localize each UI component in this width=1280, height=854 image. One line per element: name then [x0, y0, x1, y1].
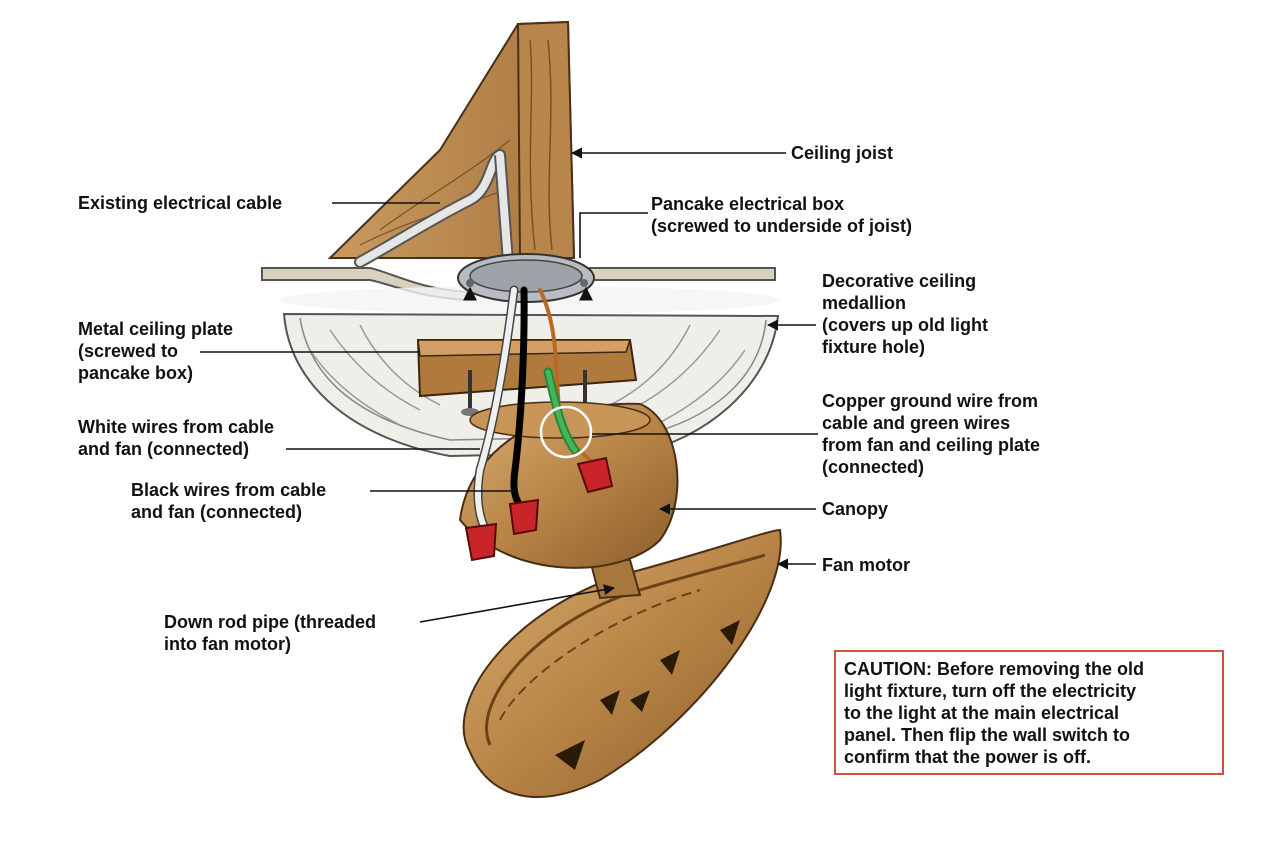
label-black-wires: Black wires from cable and fan (connecte…: [131, 480, 327, 522]
leader-pancake-box: [579, 212, 648, 258]
label-metal-plate: Metal ceiling plate (screwed to pancake …: [78, 319, 234, 383]
existing-cable-illustration: [354, 149, 514, 268]
pancake-box-illustration: [457, 253, 595, 303]
leader-lines: [200, 147, 818, 623]
wires-illustration: [473, 285, 592, 535]
label-fan-motor: Fan motor: [822, 555, 910, 575]
label-existing-cable: Existing electrical cable: [78, 193, 283, 213]
ground-wire-highlight: [539, 405, 593, 459]
label-white-wires: White wires from cable and fan (connecte…: [78, 417, 275, 459]
label-down-rod: Down rod pipe (threaded into fan motor): [164, 612, 377, 654]
label-copper-ground: Copper ground wire from cable and green …: [822, 391, 1041, 477]
leader-down-rod: [419, 584, 616, 623]
label-medallion: Decorative ceiling medallion (covers up …: [822, 271, 989, 357]
ceiling-joist-illustration: [327, 20, 576, 259]
fan-motor-illustration: [462, 528, 782, 798]
label-pancake-box: Pancake electrical box (screwed to under…: [651, 194, 913, 236]
wire-nuts-illustration: [464, 456, 614, 562]
label-ceiling-joist: Ceiling joist: [791, 143, 894, 163]
caution-box: CAUTION: Before removing the old light f…: [834, 650, 1224, 775]
label-canopy: Canopy: [822, 499, 889, 519]
